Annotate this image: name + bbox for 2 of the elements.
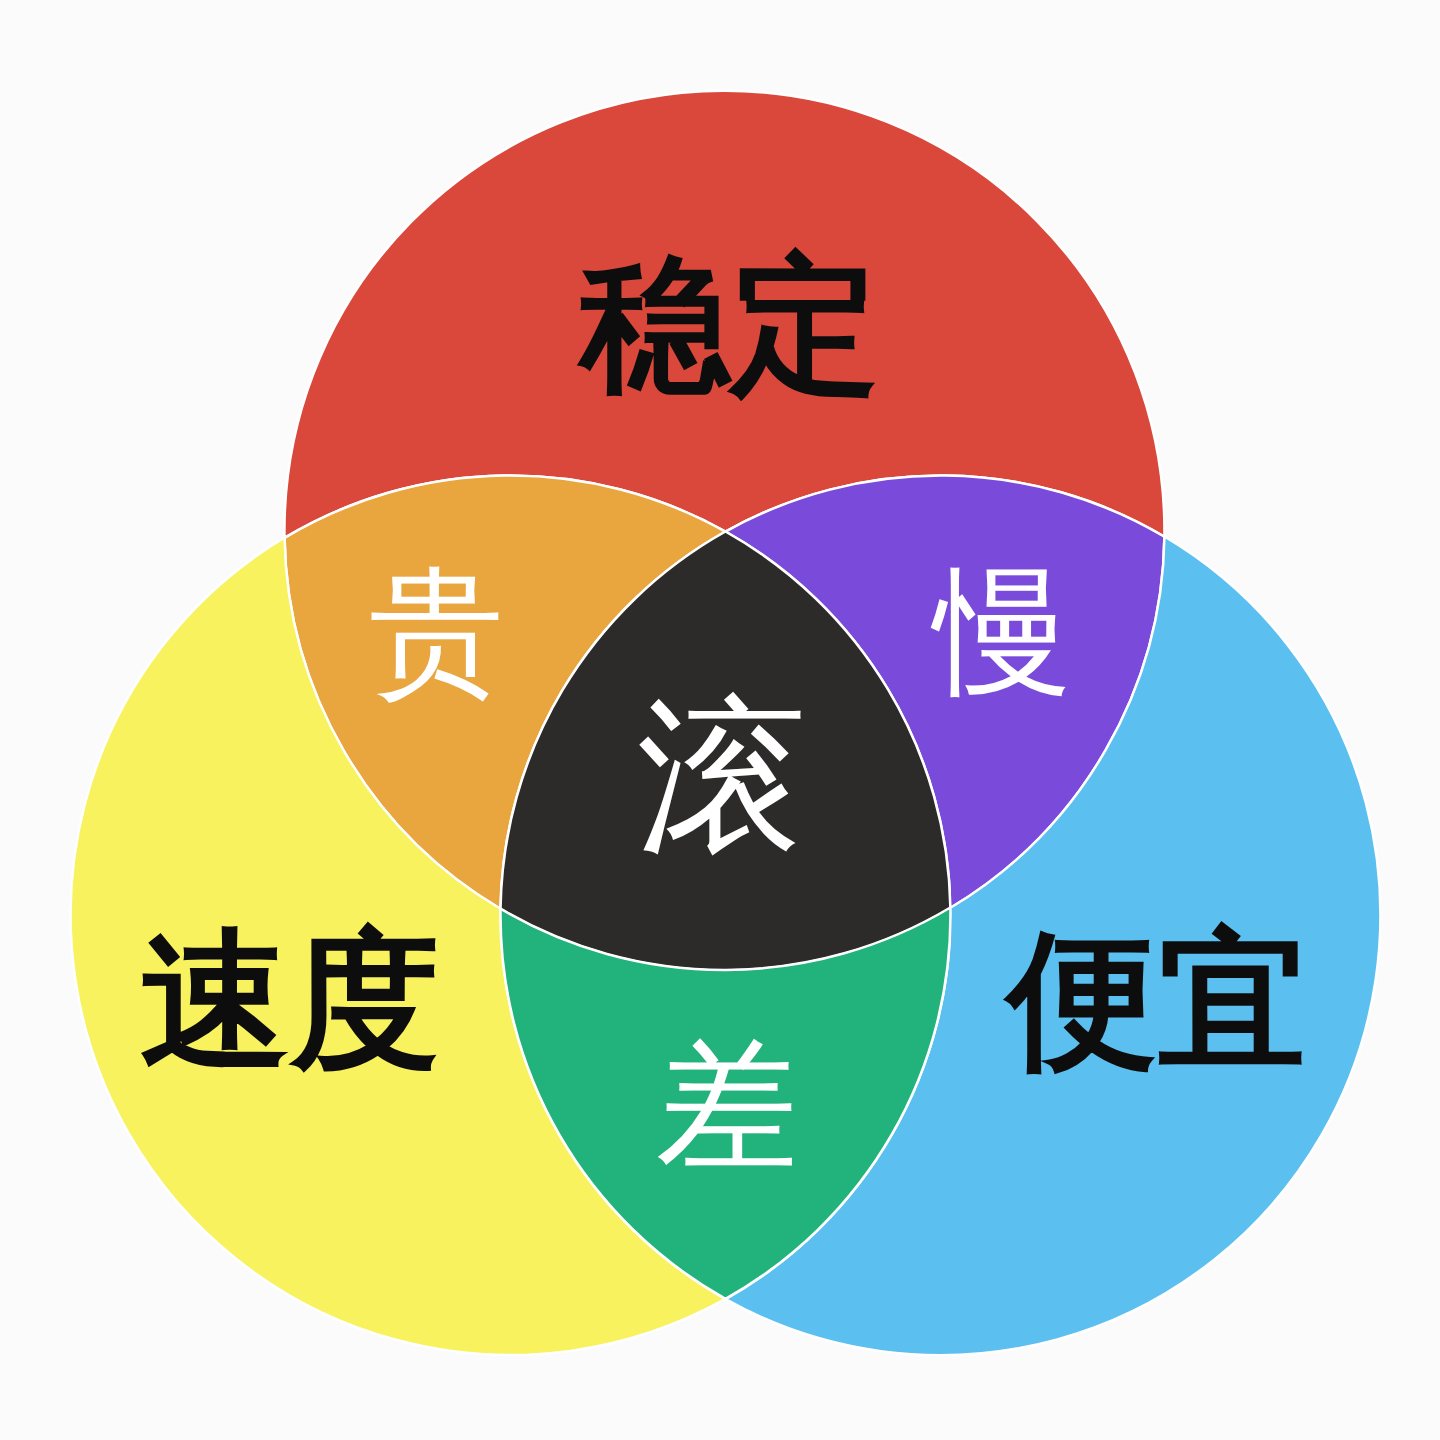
region-label: 滚 <box>637 691 807 861</box>
region-label: 差 <box>656 1034 798 1176</box>
